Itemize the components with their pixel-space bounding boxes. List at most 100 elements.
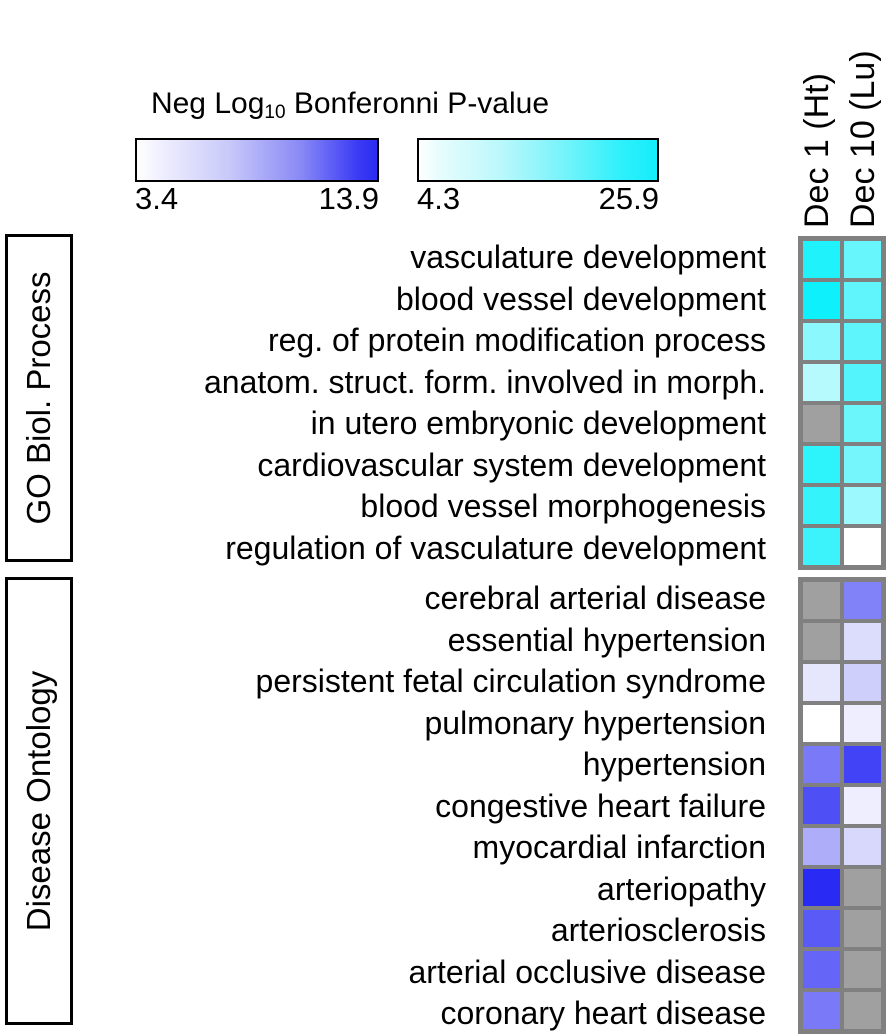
row-label: pulmonary hypertension: [424, 704, 766, 741]
row-label: coronary heart disease: [440, 995, 766, 1031]
heatmap-cell: [844, 787, 881, 824]
heatmap-row: [803, 705, 881, 742]
row-label: persistent fetal circulation syndrome: [255, 663, 766, 699]
heatmap-cell: [844, 705, 881, 742]
legend-title-subscript: 10: [264, 102, 286, 123]
column-header-dec-10-lu: Dec 10 (Lu): [844, 50, 882, 228]
heatmap-cell: [803, 664, 840, 701]
row-label: myocardial infarction: [472, 829, 766, 865]
heatmap-cell-no-data: [803, 623, 840, 660]
heatmap-cell: [803, 705, 840, 742]
row-label: regulation of vasculature development: [225, 529, 766, 566]
colorbar-cyan-ticks: 4.3 25.9: [417, 182, 659, 216]
heatmap-row: [803, 951, 881, 988]
category-label-go-biol-process: GO Biol. Process: [20, 271, 57, 525]
heatmap-cell: [803, 951, 840, 988]
heatmap-row: [803, 910, 881, 947]
heatmap-cell: [844, 487, 881, 524]
heatmap-cell: [844, 405, 881, 442]
heatmap-row: [803, 992, 881, 1029]
colorbar-cyan-min-label: 4.3: [417, 181, 461, 216]
heatmap-cell: [803, 528, 840, 565]
heatmap-cell: [844, 528, 881, 565]
heatmap-row: [803, 623, 881, 660]
legend-title-rest: Bonferonni P-value: [285, 87, 550, 120]
heatmap-cell: [844, 323, 881, 360]
row-label: anatom. struct. form. involved in morph.: [204, 363, 766, 400]
heatmap-row: [803, 582, 881, 619]
heatmap-row: [803, 323, 881, 360]
heatmap-cell: [844, 664, 881, 701]
heatmap-cell: [803, 446, 840, 483]
row-label: in utero embryonic development: [310, 405, 766, 441]
row-label: congestive heart failure: [435, 787, 766, 824]
category-label-disease-ontology: Disease Ontology: [20, 670, 57, 932]
heatmap-row: [803, 664, 881, 701]
heatmap-grid-disease-ontology: [798, 577, 886, 1034]
heatmap-row: [803, 828, 881, 865]
heatmap-cell: [844, 828, 881, 865]
row-label: vasculature development: [410, 239, 766, 275]
heatmap-cell: [803, 910, 840, 947]
row-label: blood vessel morphogenesis: [360, 488, 766, 524]
heatmap-row: [803, 446, 881, 483]
heatmap-row: [803, 746, 881, 783]
category-box-go-biol-process: GO Biol. Process: [5, 234, 73, 562]
heatmap-cell: [844, 282, 881, 319]
heatmap-cell: [803, 323, 840, 360]
heatmap-cell: [803, 787, 840, 824]
heatmap-cell: [803, 869, 840, 906]
heatmap-cell: [844, 623, 881, 660]
heatmap-cell-no-data: [844, 951, 881, 988]
colorbar-blue-min-label: 3.4: [135, 181, 179, 216]
column-header-dec-1-ht: Dec 1 (Ht): [798, 73, 836, 228]
heatmap-cell: [844, 364, 881, 401]
heatmap-cell: [844, 582, 881, 619]
heatmap-cell-no-data: [844, 910, 881, 947]
row-label: essential hypertension: [447, 621, 766, 658]
heatmap-cell: [844, 446, 881, 483]
colorbar-blue-gradient: [135, 138, 379, 182]
heatmap-cell: [803, 241, 840, 278]
heatmap-cell: [803, 992, 840, 1029]
heatmap-cell: [844, 241, 881, 278]
heatmap-row: [803, 528, 881, 565]
row-label: hypertension: [582, 746, 766, 782]
heatmap-cell-no-data: [803, 582, 840, 619]
heatmap-cell: [803, 364, 840, 401]
colorbar-cyan-max-label: 25.9: [598, 181, 659, 216]
legend-title: Neg Log10 Bonferonni P-value: [0, 88, 700, 124]
row-label: blood vessel development: [395, 280, 766, 317]
heatmap-cell-no-data: [844, 869, 881, 906]
row-label: reg. of protein modification process: [267, 322, 766, 358]
heatmap-cell: [803, 487, 840, 524]
category-box-disease-ontology: Disease Ontology: [5, 577, 73, 1025]
colorbar-cyan-gradient: [417, 138, 659, 182]
row-label: arteriopathy: [597, 870, 766, 907]
heatmap-row: [803, 487, 881, 524]
heatmap-cell: [803, 828, 840, 865]
row-label: cerebral arterial disease: [424, 580, 767, 616]
row-label: cardiovascular system development: [257, 446, 766, 483]
heatmap-cell: [803, 746, 840, 783]
heatmap-row: [803, 405, 881, 442]
row-label-column-go-biol-process: vasculature development blood vessel deve…: [80, 237, 780, 569]
row-label: arterial occlusive disease: [408, 953, 767, 990]
colorbar-blue-max-label: 13.9: [318, 181, 379, 216]
column-header-group: Dec 1 (Ht) Dec 10 (Lu): [798, 0, 896, 228]
legend-block: Neg Log10 Bonferonni P-value 3.4 13.9 4.…: [0, 0, 700, 225]
heatmap-row: [803, 869, 881, 906]
heatmap-row: [803, 787, 881, 824]
row-label-column-disease-ontology: cerebral arterial disease essential hyper…: [80, 578, 780, 1035]
colorbar-cyan: 4.3 25.9: [417, 138, 659, 216]
heatmap-cell: [844, 746, 881, 783]
heatmap-cell-no-data: [844, 992, 881, 1029]
legend-title-main: Neg Log: [150, 87, 265, 120]
colorbar-blue: 3.4 13.9: [135, 138, 379, 216]
row-label: arteriosclerosis: [550, 912, 766, 948]
heatmap-row: [803, 241, 881, 278]
heatmap-cell: [803, 282, 840, 319]
heatmap-row: [803, 364, 881, 401]
colorbar-blue-ticks: 3.4 13.9: [135, 182, 379, 216]
heatmap-row: [803, 282, 881, 319]
